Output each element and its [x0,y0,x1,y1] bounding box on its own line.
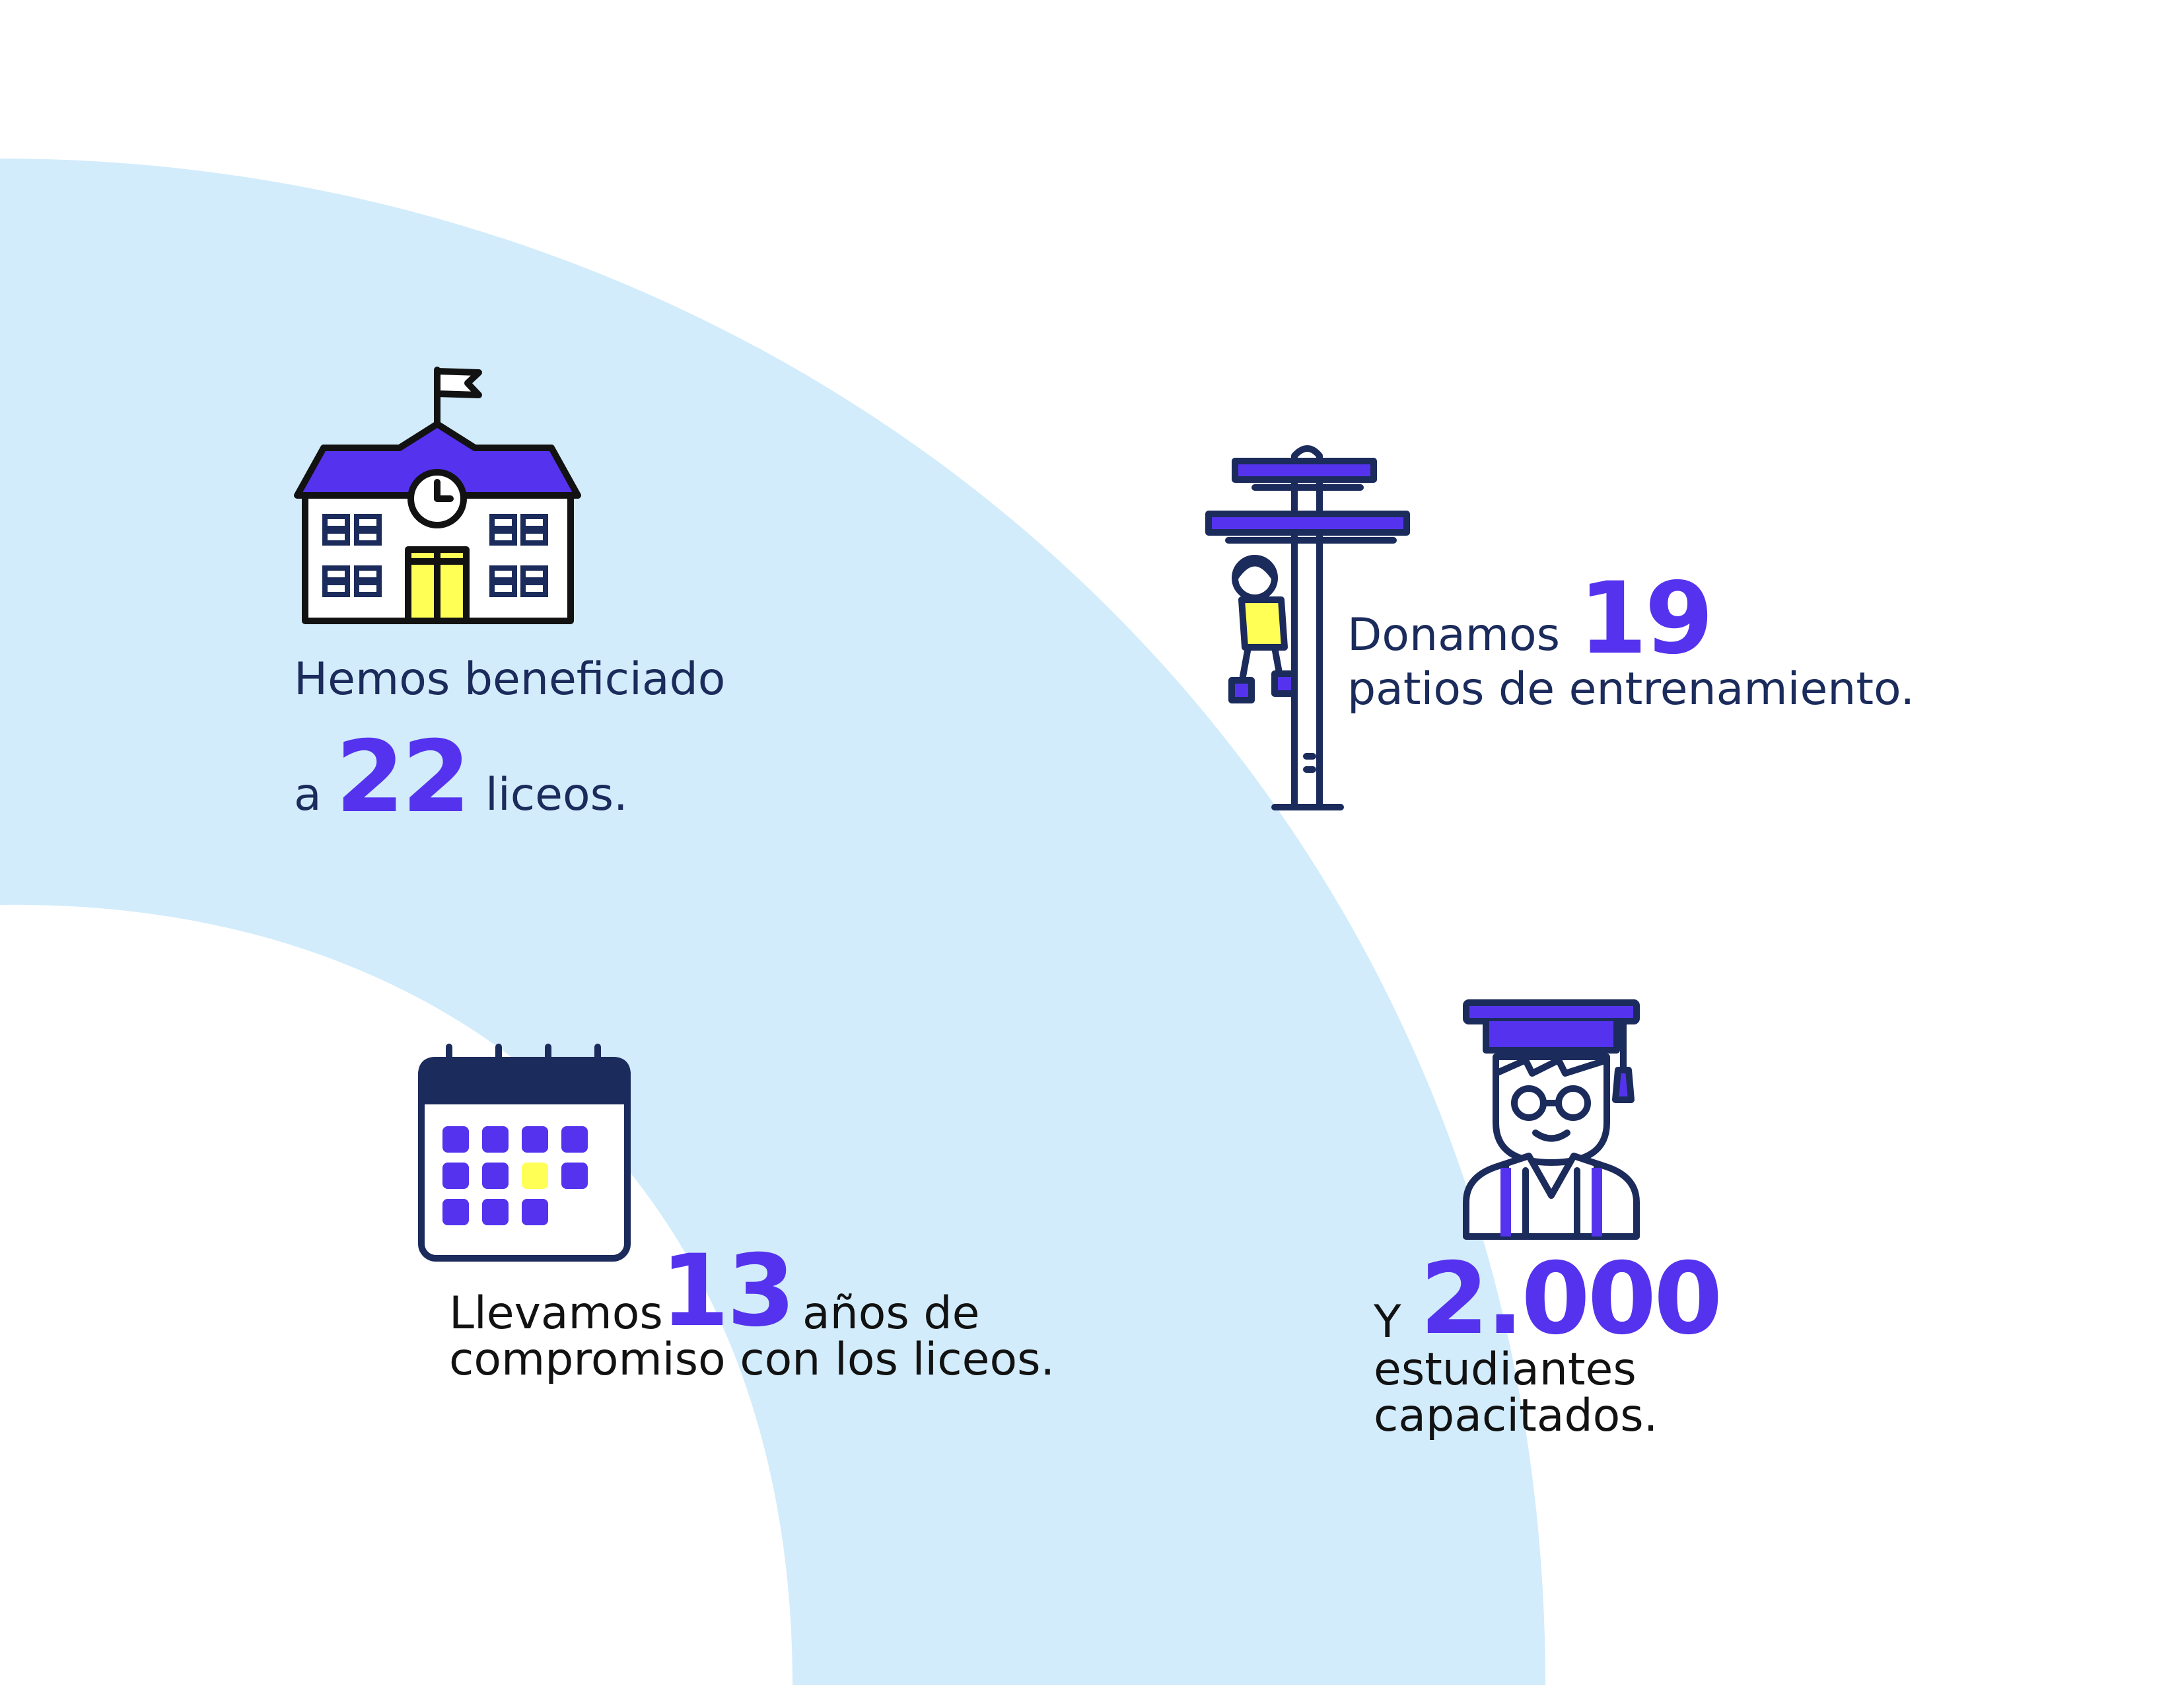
stat-students-prefix: Y [1374,1296,1401,1348]
stat-years-number: 13 [660,1234,796,1349]
stat-schools-prefix: a [294,769,322,821]
stat-students-line3: capacitados. [1374,1390,1658,1442]
stat-schools-suffix: liceos. [485,769,628,821]
stat-yards-line1: Donamos [1347,609,1561,661]
calendar-icon [418,1044,631,1262]
stat-schools-line1: Hemos beneficiado [294,653,726,705]
stat-years-line1: Llevamos [449,1287,663,1340]
school-building-icon [294,367,581,624]
utility-pole-climber-icon [1205,445,1410,810]
graduate-student-icon [1463,999,1640,1240]
stat-years-line2: compromiso con los liceos. [449,1334,1055,1386]
stat-students-number: 2.000 [1420,1242,1722,1357]
stat-yards-number: 19 [1578,561,1714,676]
stat-schools-number: 22 [335,720,471,835]
stat-students-line2: estudiantes [1374,1344,1637,1396]
stat-years-suffix: años de [802,1287,980,1340]
stat-yards-line2: patios de entrenamiento. [1347,663,1915,715]
